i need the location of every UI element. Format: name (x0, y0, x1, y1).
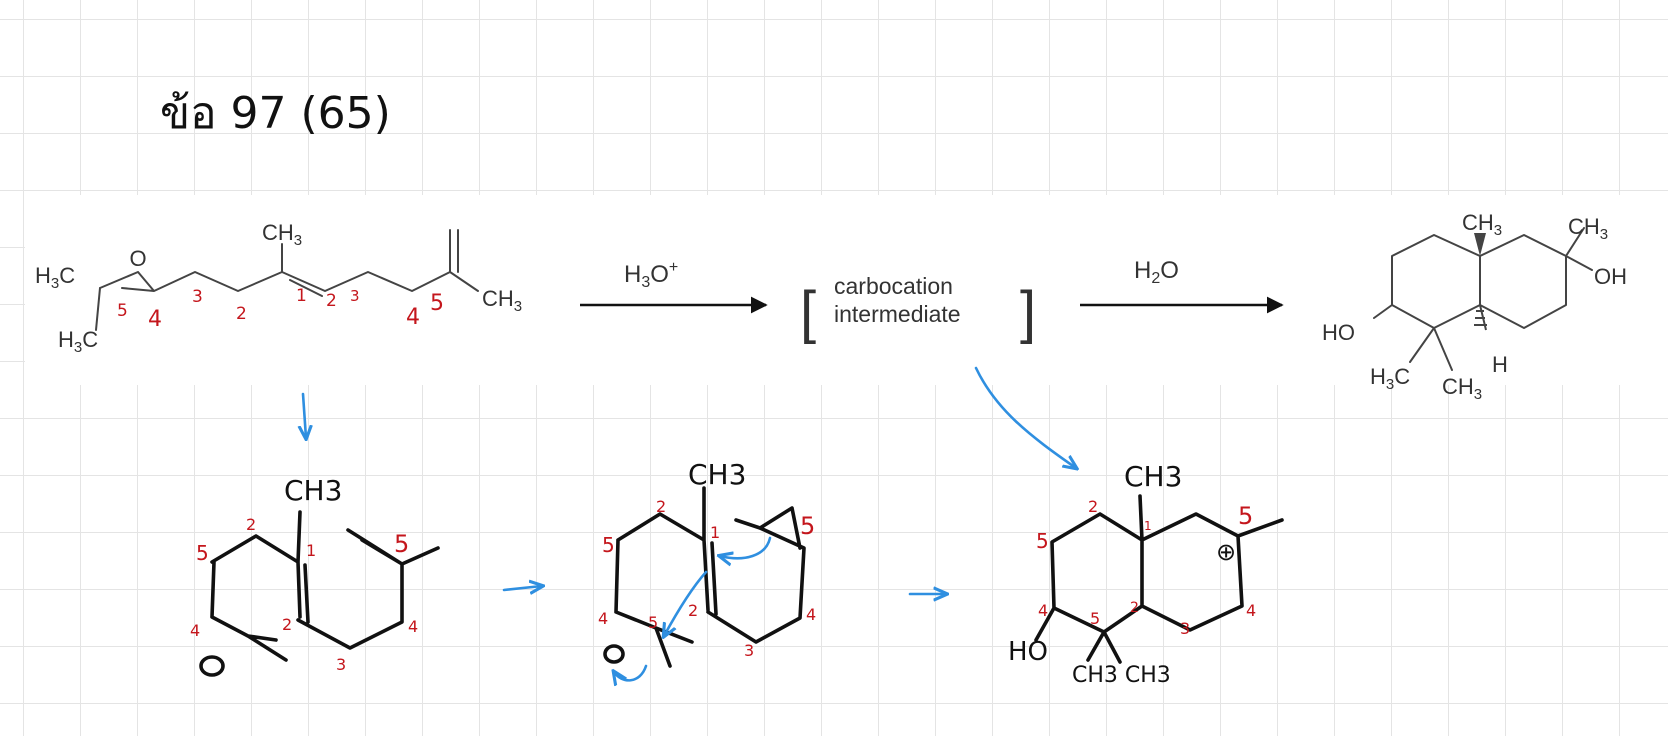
step-1-number: 5 (394, 530, 409, 558)
step-1-number: 2 (246, 515, 256, 534)
step-2-number: 5 (602, 533, 615, 557)
step-3-number: 2 (1088, 497, 1098, 516)
step-3-number: 5 (1090, 609, 1100, 628)
step-2-number: 2 (688, 601, 698, 620)
step-1-epoxide-oxygen (199, 655, 225, 677)
reaction-arrow-2: H2O (1080, 257, 1284, 314)
step-2-number: 4 (598, 609, 608, 628)
reactant-number: 2 (326, 291, 337, 311)
step-3-ch3-pair: CH3 CH3 (1072, 663, 1171, 688)
reactant-number: 5 (117, 301, 128, 321)
product-hash-bond (1474, 304, 1487, 331)
step-3-bonds (1034, 494, 1284, 664)
reactant-number: 3 (350, 287, 360, 305)
ch3-right-label: CH3 (482, 286, 522, 315)
step-2-number: 5 (648, 613, 658, 632)
note-title: ข้อ 97 (65) (160, 88, 391, 139)
step-3-number: 3 (1180, 619, 1190, 638)
handwritten-step-1: CH3 5 2 1 5 4 2 4 3 (190, 392, 440, 677)
bracket-open: [ (800, 280, 816, 345)
step-2-number: 2 (656, 497, 666, 516)
step-2-ch3: CH3 (688, 458, 746, 491)
epoxide-oxygen-label: O (129, 246, 146, 271)
bracket-close: ] (1020, 280, 1036, 345)
product-ch3-a: CH3 (1462, 210, 1502, 239)
step-3-ch3: CH3 (1124, 460, 1182, 493)
ch3-top-label: CH3 (262, 220, 302, 249)
product-ch3-c: CH3 (1442, 374, 1482, 403)
step-3-number: 1 (1144, 519, 1152, 533)
step-1-ch3: CH3 (284, 474, 342, 507)
step-1-number: 3 (336, 655, 346, 674)
step-3-ho: HO (1008, 637, 1048, 667)
product-ho-label: HO (1322, 320, 1355, 345)
reactant-number: 3 (192, 287, 203, 307)
reactant-bonds (99, 229, 479, 297)
reagent-h3o-label: H3O+ (624, 259, 678, 291)
step-2-number: 1 (710, 523, 720, 542)
curved-arrow-epoxide-opening (664, 570, 708, 636)
step-1-number: 4 (408, 617, 418, 636)
step-1-number: 1 (306, 541, 316, 560)
step-2-bonds (614, 486, 806, 668)
product-oh-label: OH (1594, 264, 1627, 289)
step-1-number: 2 (282, 615, 292, 634)
reagent-h2o-label: H2O (1134, 257, 1179, 287)
product-substituent-bonds (1373, 227, 1593, 371)
step-2-number: 4 (806, 605, 816, 624)
step-1-number: 4 (190, 621, 200, 640)
reaction-arrow-1: H3O+ (580, 259, 768, 314)
product-h3c-label: H3C (1370, 364, 1410, 393)
product-right-ring (1479, 234, 1567, 329)
reactant-methyl-bond (95, 287, 101, 331)
down-arrow-to-step-1 (303, 392, 306, 438)
step-3-number: 2 (1130, 600, 1139, 616)
step-3-number: 5 (1036, 529, 1049, 553)
product-wedge-bond (1474, 233, 1486, 256)
reactant-number: 5 (430, 291, 444, 316)
intermediate-line-2: intermediate (834, 301, 961, 327)
reactant-number: 2 (236, 304, 247, 324)
step-1-bonds (210, 510, 440, 662)
step-2-number: 3 (744, 641, 754, 660)
step-2-epoxide-oxygen (603, 644, 625, 664)
reactant-number: 4 (406, 305, 420, 330)
printed-scheme-panel (25, 195, 1668, 385)
arrow-intermediate-to-step-3 (974, 366, 1076, 468)
intermediate-bracket: [ ] carbocation intermediate (800, 273, 1036, 345)
step-3-carbocation-plus: ⊕ (1216, 538, 1236, 566)
curved-arrow-alkene-attack (720, 536, 772, 558)
product-structure: CH3 CH3 OH HO H3C CH3 H (1322, 210, 1627, 403)
step-3-number: 4 (1246, 601, 1256, 620)
intermediate-line-1: carbocation (834, 273, 953, 299)
product-ch3-b: CH3 (1568, 214, 1608, 243)
h3c-bottom-label: H3C (58, 327, 98, 356)
handwritten-step-2: CH3 5 2 1 5 4 5 2 4 3 (598, 458, 816, 680)
step-3-number: 5 (1238, 502, 1253, 530)
arrow-step-1-to-2 (502, 586, 542, 590)
reactant-number: 1 (296, 286, 307, 306)
product-h-label: H (1492, 352, 1508, 377)
reactant-number: 4 (148, 307, 162, 332)
step-3-number: 4 (1038, 601, 1048, 620)
curved-arrow-oxygen-protonation (614, 664, 648, 680)
h3c-top-label: H3C (35, 263, 75, 292)
handwritten-step-3: CH3 2 5 1 5 4 5 2 4 3 HO CH3 CH3 ⊕ (1008, 460, 1284, 688)
step-2-number: 5 (800, 512, 815, 540)
step-1-number: 5 (196, 541, 209, 565)
reactant-structure: O H3C H3C CH3 CH3 5 4 3 2 1 2 3 4 5 (35, 220, 522, 356)
